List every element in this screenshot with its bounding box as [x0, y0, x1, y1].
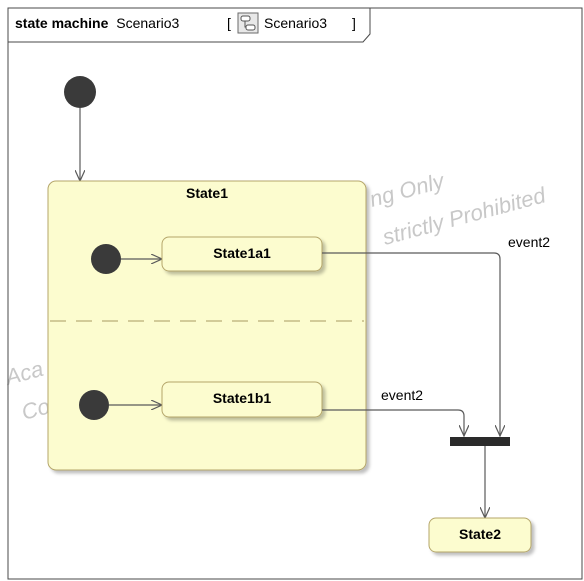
- state1a1-label: State1a1: [213, 245, 271, 261]
- state2[interactable]: State2: [428, 517, 532, 553]
- initial-pseudostate-region2[interactable]: [79, 390, 109, 420]
- diagram-frame: [7, 7, 583, 580]
- frame-bracket-open: [: [227, 15, 231, 31]
- frame-context-name: Scenario3: [264, 15, 327, 31]
- fork-bar[interactable]: [450, 437, 510, 446]
- watermark-fragment-4: Co: [19, 393, 53, 424]
- transition-state1a1-to-fork[interactable]: [322, 252, 500, 436]
- transition-state1b1-to-fork[interactable]: [322, 409, 464, 436]
- transition-label-event2-a: event2: [508, 234, 550, 250]
- state1b1-label: State1b1: [213, 390, 272, 406]
- state-machine-icon: [237, 12, 259, 34]
- frame-tab: [8, 8, 371, 43]
- frame-keyword: state machine: [15, 15, 109, 31]
- state1[interactable]: State1: [47, 180, 367, 471]
- frame-name: Scenario3: [116, 15, 179, 31]
- initial-pseudostate-top[interactable]: [64, 76, 96, 108]
- initial-pseudostate-region1[interactable]: [91, 244, 121, 274]
- state1b1[interactable]: State1b1: [161, 381, 323, 418]
- frame-bracket-close: ]: [352, 15, 356, 31]
- watermark-fragment-1: ng Only: [367, 168, 449, 212]
- transition-label-event2-b: event2: [381, 387, 423, 403]
- frame-header: state machine Scenario3 [ Scenario3 ]: [15, 12, 356, 34]
- state1-label: State1: [186, 185, 228, 201]
- svg-text:state machine Scenario3: state machine Scenario3: [15, 15, 180, 31]
- state1a1[interactable]: State1a1: [161, 236, 323, 272]
- state2-label: State2: [459, 526, 501, 542]
